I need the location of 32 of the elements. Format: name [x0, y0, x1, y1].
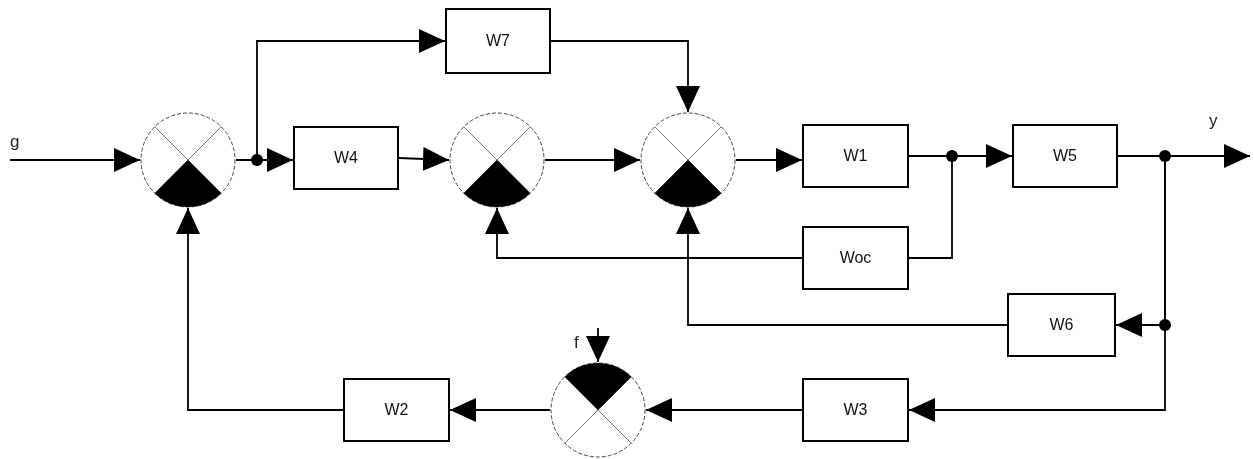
transfer-block: [343, 378, 450, 442]
transfer-block: [802, 226, 909, 290]
arrow: [176, 207, 344, 411]
arrow: [9, 148, 141, 172]
arrow: [735, 148, 803, 172]
arrow: [485, 207, 803, 259]
summing-junction: [640, 112, 736, 208]
block-label: Woc: [839, 249, 872, 267]
arrow: [544, 148, 641, 172]
transfer-block: [802, 124, 909, 188]
block-label: W6: [1049, 316, 1074, 334]
arrow: [398, 146, 450, 171]
arrow: [449, 398, 551, 422]
transfer-block: [445, 8, 551, 74]
transfer-block: [1007, 293, 1116, 357]
block-label: W7: [486, 32, 510, 50]
signal-label: f: [574, 334, 579, 351]
transfer-block: [1012, 124, 1118, 188]
block-label: W5: [1053, 147, 1077, 165]
arrow: [645, 398, 803, 422]
transfer-block: [802, 378, 909, 442]
arrow: [550, 40, 700, 113]
block-label: W4: [334, 149, 358, 167]
block-label: W1: [843, 147, 868, 165]
summing-junction: [550, 362, 646, 458]
transfer-block: [293, 126, 399, 190]
arrow: [586, 327, 610, 363]
block-label: W2: [384, 401, 409, 419]
block-label: W3: [843, 401, 868, 419]
summing-junction: [449, 112, 545, 208]
arrow: [676, 207, 1008, 326]
summing-junction: [140, 112, 236, 208]
